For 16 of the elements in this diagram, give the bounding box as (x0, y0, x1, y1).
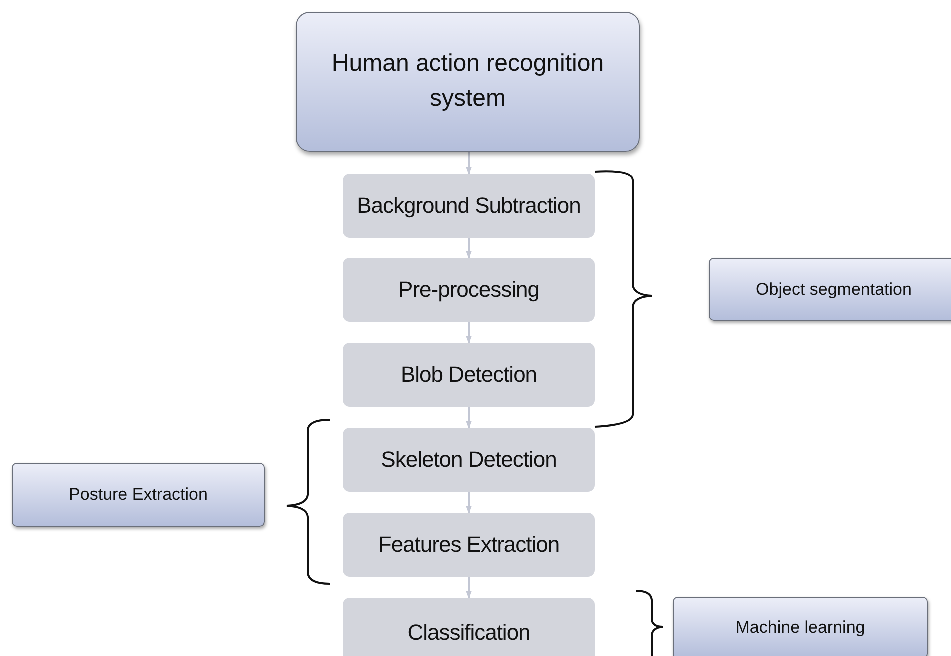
arrow (466, 407, 472, 429)
arrow (466, 322, 472, 344)
process-box: Features Extraction (343, 513, 595, 577)
arrow (466, 492, 472, 514)
group-label-box: Machine learning (673, 597, 928, 656)
arrow (466, 238, 472, 259)
arrow (466, 152, 472, 175)
process-box: Classification (343, 598, 595, 656)
process-box: Skeleton Detection (343, 428, 595, 492)
process-box: Blob Detection (343, 343, 595, 407)
arrow (466, 577, 472, 599)
title-box: Human action recognition system (296, 12, 640, 152)
group-label-box: Object segmentation (709, 258, 951, 321)
process-box: Background Subtraction (343, 174, 595, 238)
group-label-box: Posture Extraction (12, 463, 265, 527)
process-box: Pre-processing (343, 258, 595, 322)
